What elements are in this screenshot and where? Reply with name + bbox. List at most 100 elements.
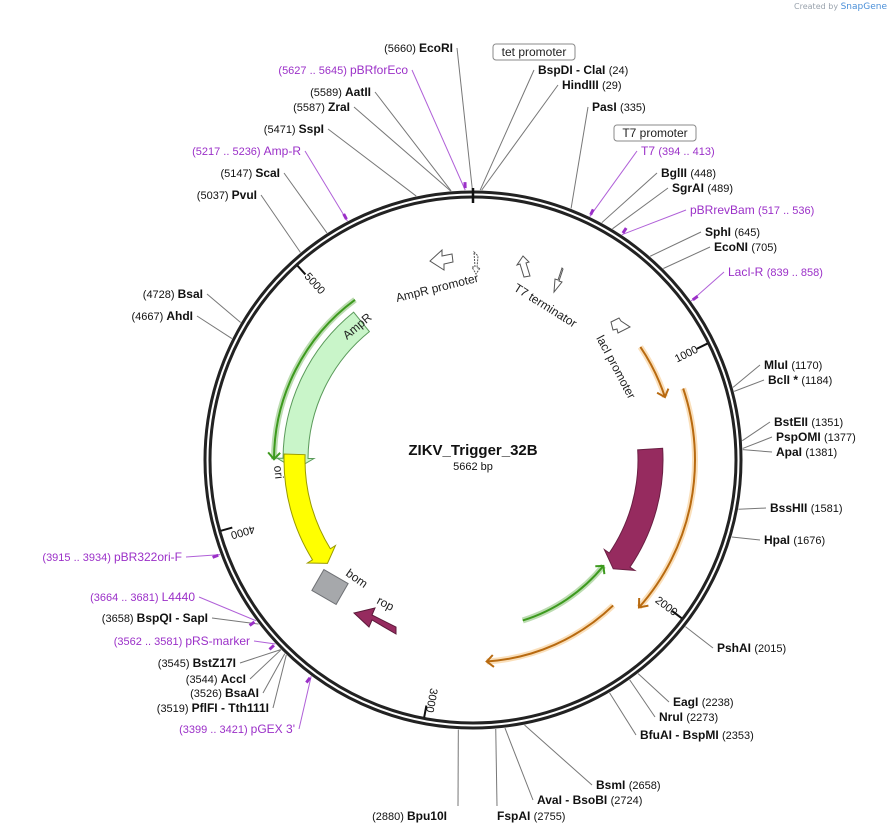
green-ampr-head	[267, 451, 281, 461]
site-fspai[interactable]: FspAI (2755)	[497, 809, 565, 823]
site-name: PshAI	[717, 641, 754, 655]
site-location: (3658)	[102, 613, 137, 625]
site-bspdi-clai[interactable]: BspDI - ClaI (24)	[538, 63, 628, 77]
green-ampr[interactable]	[273, 298, 356, 460]
site-zrai[interactable]: (5587) ZraI	[293, 100, 350, 114]
site-location: (1377)	[824, 432, 856, 444]
site-laci-r[interactable]: LacI-R (839 .. 858)	[728, 265, 823, 279]
laci-promoter-arrow[interactable]	[610, 317, 631, 334]
site-name: PasI	[592, 100, 620, 114]
site-bsaai[interactable]: (3526) BsaAI	[190, 686, 259, 700]
site-bcli[interactable]: BclI * (1184)	[768, 373, 832, 387]
site-prs-marker[interactable]: (3562 .. 3581) pRS-marker	[114, 634, 250, 648]
orange-outer-2[interactable]	[638, 388, 696, 609]
site-econi[interactable]: EcoNI (705)	[714, 240, 777, 254]
site-location: (5660)	[384, 43, 419, 55]
site-pgex-3[interactable]: (3399 .. 3421) pGEX 3'	[179, 722, 295, 736]
site-location: (3526)	[190, 688, 225, 700]
site-name: LacI-R	[728, 265, 767, 279]
site-bspqi-sapi[interactable]: (3658) BspQI - SapI	[102, 611, 208, 625]
site-l4440[interactable]: (3664 .. 3681) L4440	[90, 590, 195, 604]
site-location: (24)	[609, 65, 629, 77]
site-avai-bsobi[interactable]: AvaI - BsoBI (2724)	[537, 793, 642, 807]
site-hpai[interactable]: HpaI (1676)	[764, 533, 825, 547]
bom-label: bom	[343, 566, 370, 591]
credit-prefix: Created by	[794, 2, 839, 11]
site-pspomi[interactable]: PspOMI (1377)	[776, 430, 856, 444]
site-hindiii[interactable]: HindIII (29)	[562, 78, 622, 92]
site-apai[interactable]: ApaI (1381)	[776, 445, 837, 459]
site-bsai[interactable]: (4728) BsaI	[143, 287, 203, 301]
bom-box[interactable]	[311, 568, 349, 606]
site-acci[interactable]: (3544) AccI	[186, 672, 246, 686]
site-name: BfuAI - BspMI	[640, 728, 722, 742]
site-pbrforeco[interactable]: (5627 .. 5645) pBRforEco	[278, 63, 408, 77]
leader-zrai	[353, 106, 451, 192]
leader-nrui	[629, 679, 656, 718]
green-laci[interactable]	[522, 565, 605, 622]
mark-laci-r	[691, 295, 699, 302]
site-bsmi[interactable]: BsmI (2658)	[596, 778, 660, 792]
laci-arrow[interactable]	[603, 447, 664, 572]
site-name: SgrAI	[672, 181, 707, 195]
mark-amp-r	[342, 213, 348, 220]
site-location: (1676)	[793, 535, 825, 547]
site-sphi[interactable]: SphI (645)	[705, 225, 760, 239]
site-eagi[interactable]: EagI (2238)	[673, 695, 733, 709]
site-pasi[interactable]: PasI (335)	[592, 100, 646, 114]
leader-bsai	[206, 293, 241, 323]
leader-bcli	[733, 379, 765, 392]
tick-label-1000: 1000	[673, 344, 700, 366]
site-pbrrevbam[interactable]: pBRrevBam (517 .. 536)	[690, 203, 814, 217]
plasmid-length: 5662 bp	[453, 461, 493, 473]
t7-terminator-arrow[interactable]	[515, 255, 531, 278]
site-pshai[interactable]: PshAI (2015)	[717, 641, 786, 655]
leader-pgex-3	[298, 676, 312, 730]
site-name: BglII	[661, 166, 690, 180]
leader-bsaai	[262, 653, 286, 694]
site-location: (5471)	[264, 124, 299, 136]
site-ahdi[interactable]: (4667) AhdI	[131, 309, 193, 323]
site-bglii[interactable]: BglII (448)	[661, 166, 716, 180]
t7-promoter-arrow[interactable]	[553, 267, 564, 294]
site-pflfi-tth111i[interactable]: (3519) PflFI - Tth111I	[157, 701, 269, 715]
site-aatii[interactable]: (5589) AatII	[310, 85, 371, 99]
ampr-promoter-arrow[interactable]	[429, 248, 454, 271]
leader-sphi	[649, 231, 702, 257]
site-sspi[interactable]: (5471) SspI	[264, 122, 324, 136]
site-pvui[interactable]: (5037) PvuI	[197, 188, 257, 202]
leader-amp-r	[304, 150, 348, 222]
mark-prs-marker	[268, 644, 275, 651]
site-bfuai-bspmi[interactable]: BfuAI - BspMI (2353)	[640, 728, 754, 742]
rop-arrow[interactable]	[352, 607, 397, 635]
leader-mlui	[732, 364, 761, 388]
leader-avai-bsobi	[504, 727, 534, 801]
orange-inner-1[interactable]	[639, 346, 666, 398]
ori-arrow[interactable]	[283, 453, 337, 564]
site-location: (3545)	[158, 658, 193, 670]
site-location: (517 .. 536)	[758, 205, 814, 217]
tick-4000	[220, 526, 233, 532]
site-t7[interactable]: T7 (394 .. 413)	[641, 144, 715, 158]
site-name: Amp-R	[264, 144, 302, 158]
site-scai[interactable]: (5147) ScaI	[220, 166, 280, 180]
site-ecori[interactable]: (5660) EcoRI	[384, 41, 453, 55]
leader-hpai	[731, 536, 761, 541]
site-pbr322ori-f[interactable]: (3915 .. 3934) pBR322ori-F	[42, 550, 182, 564]
leader-bstz17i	[239, 649, 281, 664]
ori-label: ori	[271, 465, 286, 480]
site-mlui[interactable]: MluI (1170)	[764, 358, 822, 372]
site-location: (705)	[751, 242, 777, 254]
leader-apai	[742, 449, 773, 453]
site-name: T7	[641, 144, 658, 158]
site-nrui[interactable]: NruI (2273)	[659, 710, 718, 724]
site-location: (2353)	[722, 730, 754, 742]
tet-promoter-arrow[interactable]	[471, 250, 481, 275]
site-sgrai[interactable]: SgrAI (489)	[672, 181, 733, 195]
site-bsteii[interactable]: BstEII (1351)	[774, 415, 843, 429]
orange-inner-3[interactable]	[486, 604, 614, 663]
site-bsshii[interactable]: BssHII (1581)	[770, 501, 842, 515]
site-amp-r[interactable]: (5217 .. 5236) Amp-R	[192, 144, 301, 158]
site-bpu10i[interactable]: (2880) Bpu10I	[372, 809, 447, 823]
site-bstz17i[interactable]: (3545) BstZ17I	[158, 656, 236, 670]
